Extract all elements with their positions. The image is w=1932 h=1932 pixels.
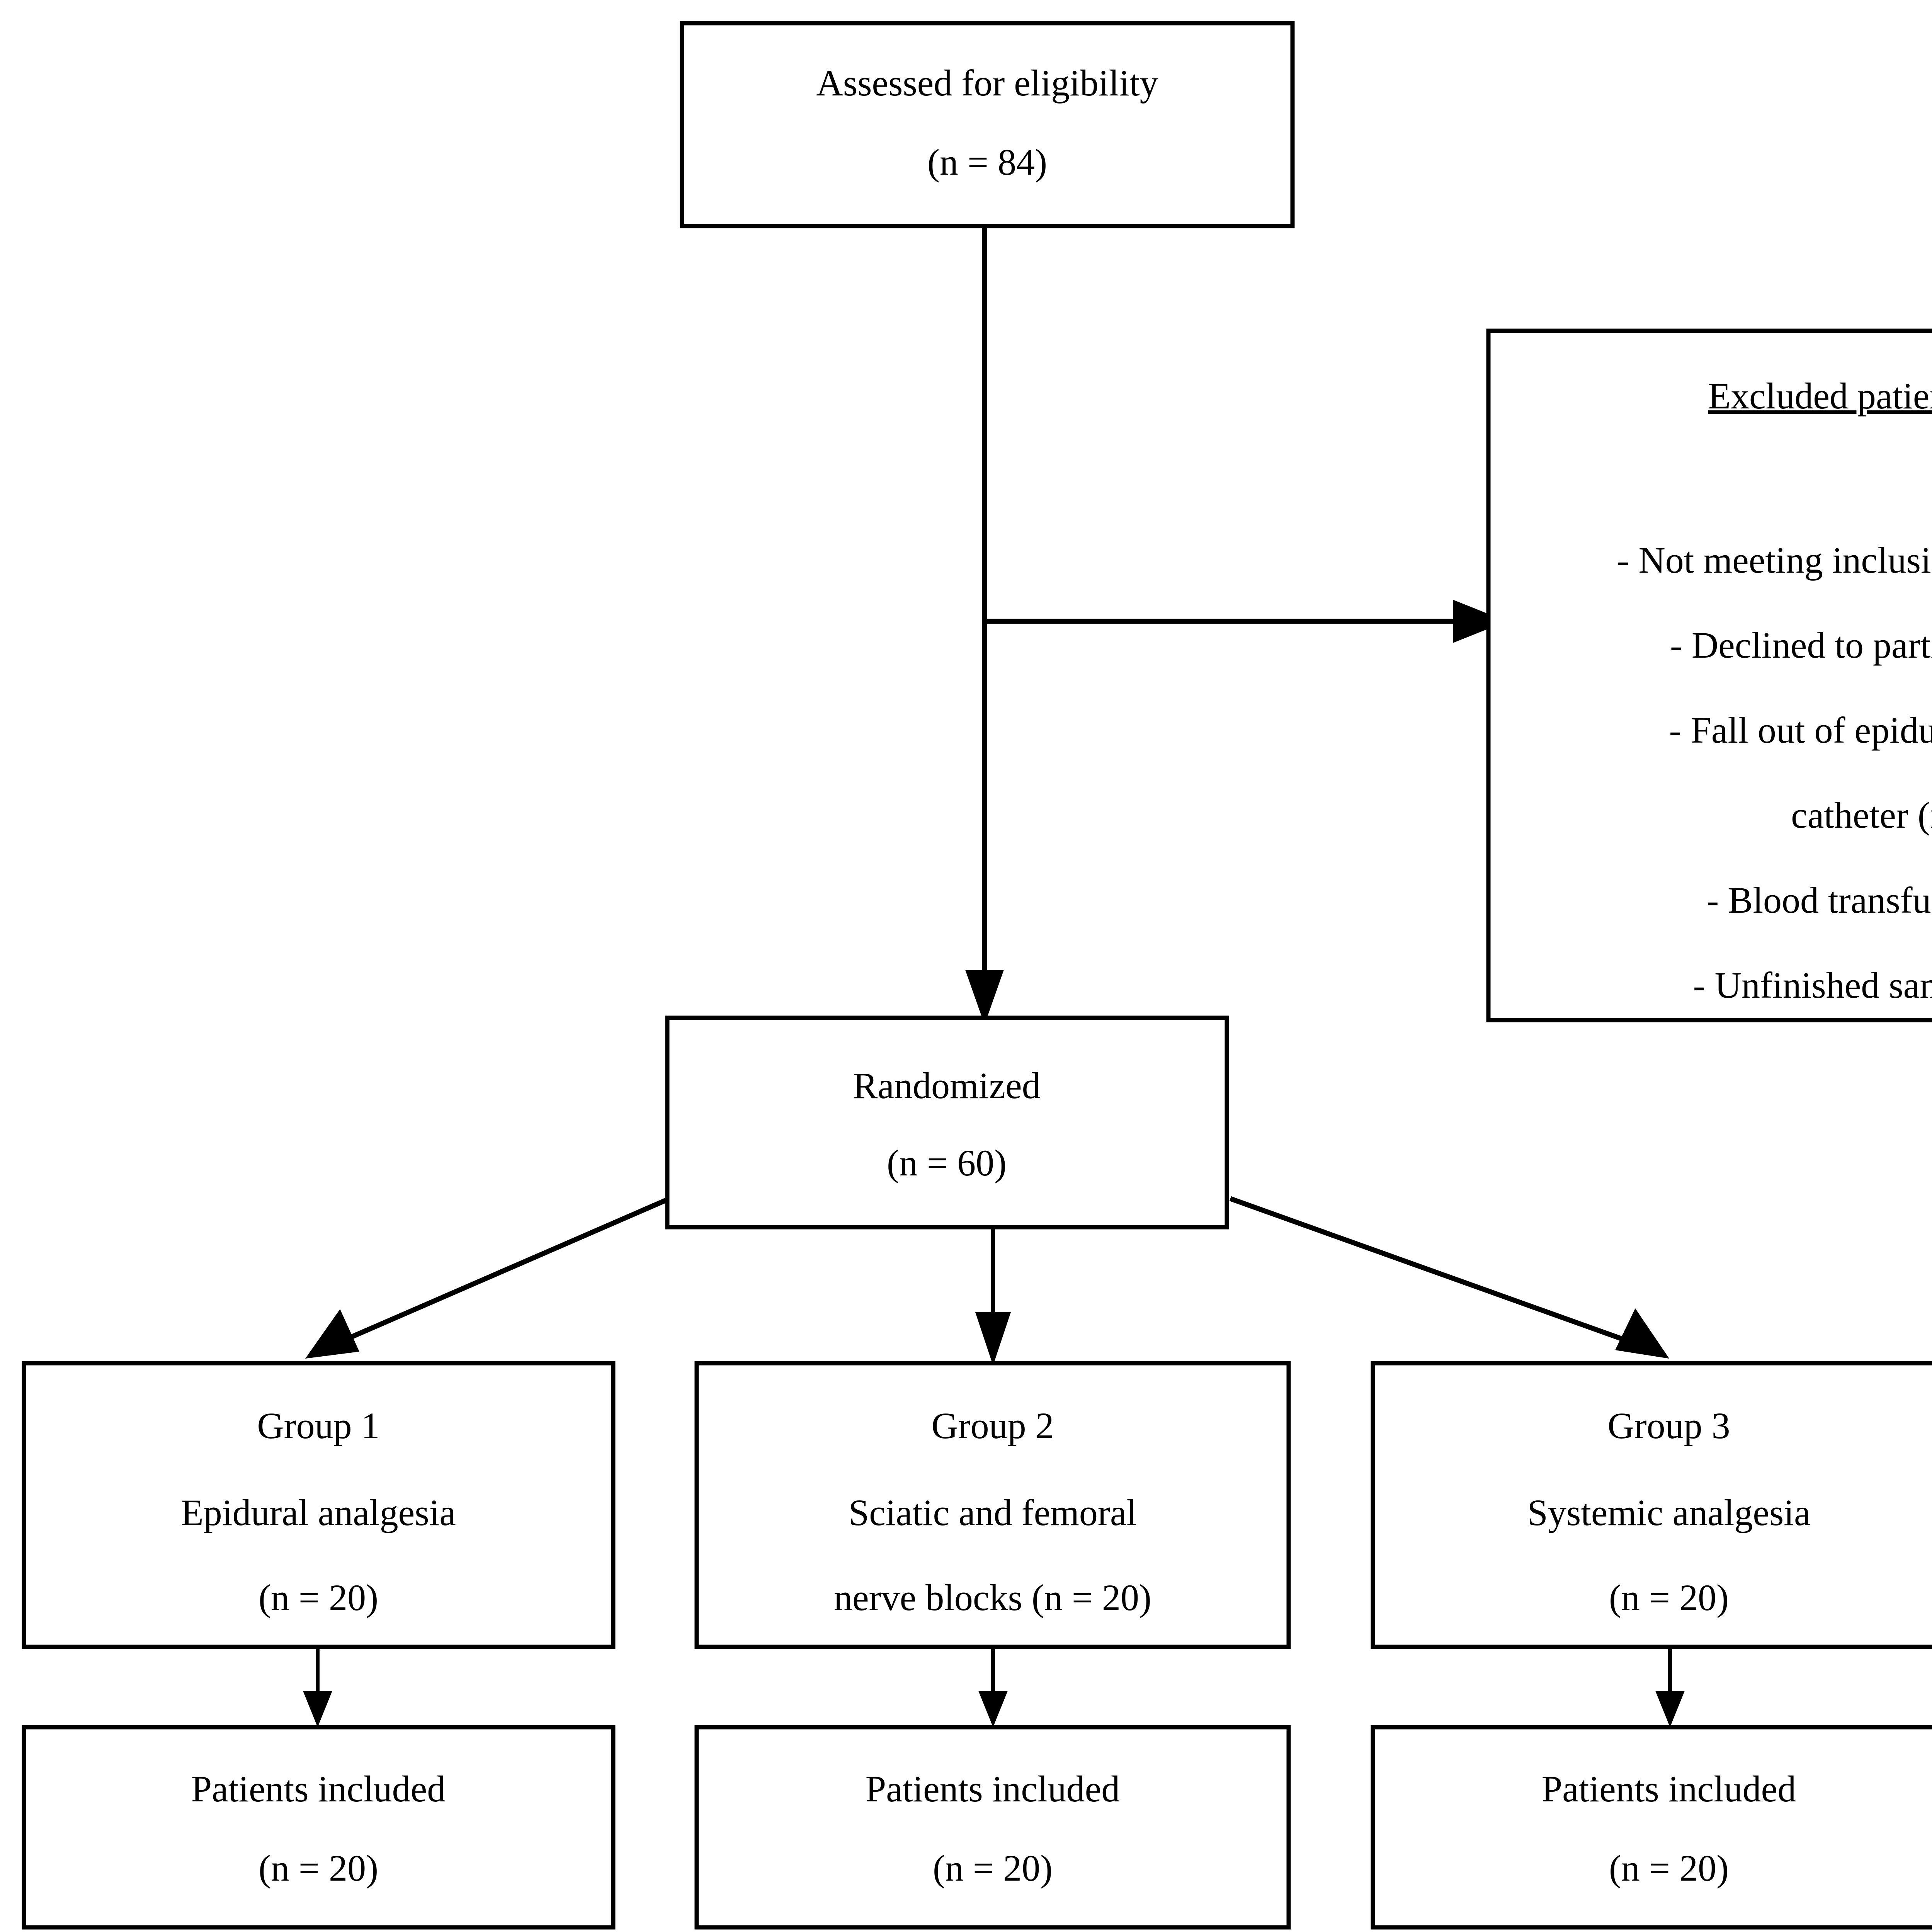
node-group-3[interactable]: Group 3 Systemic analgesia (n = 20) — [1371, 1361, 1932, 1649]
included1-line-2: (n = 20) — [259, 1847, 378, 1889]
node-assessed-for-eligibility[interactable]: Assessed for eligibility (n = 84) — [680, 21, 1295, 228]
connector-assessed-to-randomized — [965, 226, 1004, 1025]
group2-line-2: Sciatic and femoral — [849, 1492, 1137, 1533]
connector-group3-to-included3 — [1655, 1647, 1685, 1727]
connector-randomized-to-group1 — [305, 1196, 671, 1359]
connector-randomized-to-group2 — [975, 1227, 1011, 1366]
excluded-reason-3-cont: catheter (n = 5) — [1791, 794, 1932, 836]
connector-group2-to-included2 — [978, 1647, 1008, 1727]
excluded-reason-5: - Unfinished sampling (n=2) — [1693, 964, 1932, 1006]
group1-line-3: (n = 20) — [259, 1577, 378, 1618]
group3-line-1: Group 3 — [1607, 1405, 1730, 1446]
included2-line-1: Patients included — [866, 1768, 1120, 1810]
connector-group1-to-included1 — [303, 1647, 332, 1727]
group3-line-2: Systemic analgesia — [1527, 1492, 1810, 1533]
group2-line-1: Group 2 — [931, 1405, 1054, 1446]
group1-line-1: Group 1 — [257, 1405, 379, 1446]
included3-line-1: Patients included — [1542, 1768, 1796, 1810]
node-patients-included-1[interactable]: Patients included (n = 20) — [22, 1725, 616, 1930]
excluded-reason-1: - Not meeting inclusion criteria (n = 6) — [1617, 539, 1932, 581]
included1-line-1: Patients included — [191, 1768, 446, 1810]
excluded-reason-4: - Blood transfusion (n = 7) — [1706, 879, 1932, 921]
connector-randomized-to-group3 — [1229, 1196, 1669, 1359]
node-randomized[interactable]: Randomized (n = 60) — [665, 1015, 1229, 1230]
node-patients-included-3[interactable]: Patients included (n = 20) — [1371, 1725, 1932, 1930]
group1-line-2: Epidural analgesia — [181, 1492, 456, 1533]
node-group-2[interactable]: Group 2 Sciatic and femoral nerve blocks… — [694, 1361, 1291, 1649]
excluded-reason-3: - Fall out of epidural or femoral — [1669, 709, 1932, 751]
included2-line-2: (n = 20) — [933, 1847, 1053, 1889]
assessed-line-1: Assessed for eligibility — [816, 62, 1158, 104]
node-group-1[interactable]: Group 1 Epidural analgesia (n = 20) — [22, 1361, 616, 1649]
connector-trunk-to-excluded — [985, 600, 1507, 643]
node-patients-included-2[interactable]: Patients included (n = 20) — [694, 1725, 1291, 1930]
randomized-line-1: Randomized — [853, 1065, 1040, 1106]
node-excluded-patients[interactable]: Excluded patients (n = 24) - Not meeting… — [1486, 328, 1932, 1022]
included3-line-2: (n = 20) — [1609, 1847, 1729, 1889]
assessed-line-2: (n = 84) — [927, 141, 1047, 183]
group2-line-3: nerve blocks (n = 20) — [834, 1577, 1151, 1618]
group3-line-3: (n = 20) — [1609, 1577, 1729, 1618]
excluded-heading: Excluded patients (n = 24) — [1708, 375, 1932, 417]
randomized-line-2: (n = 60) — [887, 1142, 1007, 1184]
excluded-reason-2: - Declined to participate (n = 4) — [1670, 624, 1932, 666]
